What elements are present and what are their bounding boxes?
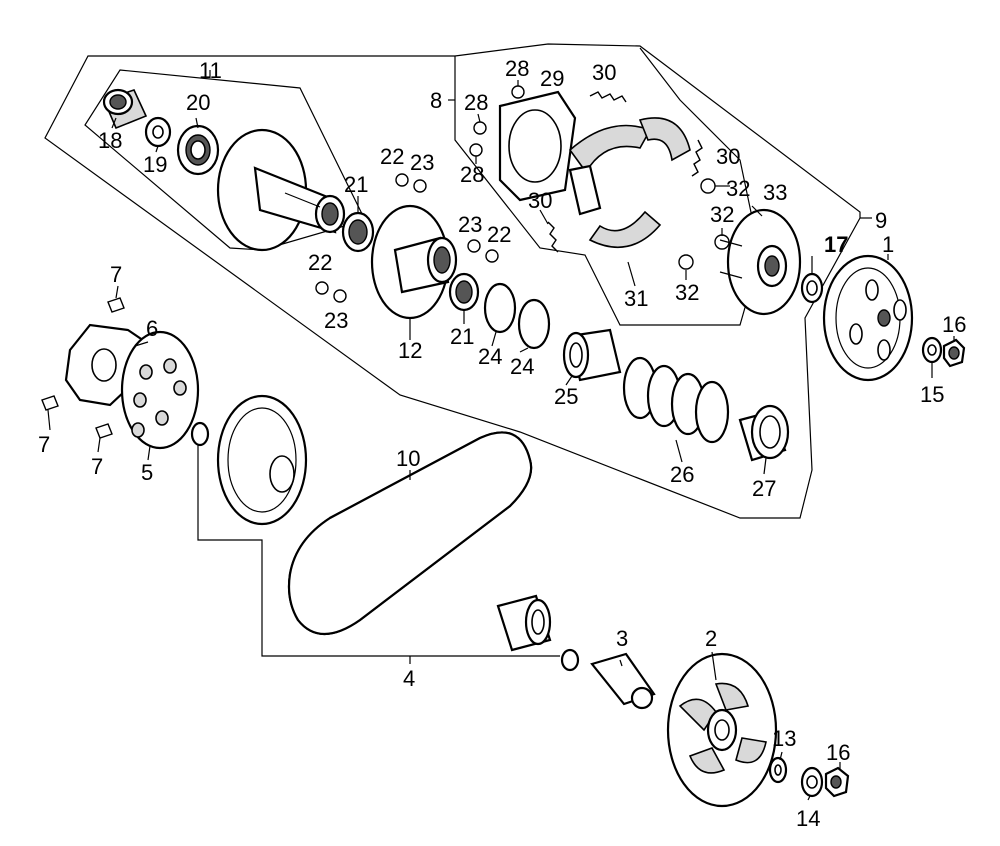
- callout-16-a: 16: [942, 312, 966, 337]
- callout-28-b: 28: [464, 90, 488, 115]
- callout-8: 8: [430, 88, 442, 113]
- callout-19: 19: [143, 152, 167, 177]
- circlip-4: [560, 648, 580, 672]
- callout-13: 13: [772, 726, 796, 751]
- oil-seal-21-b: [448, 272, 480, 312]
- callout-22-b: 22: [487, 222, 511, 247]
- callout-3: 3: [616, 626, 628, 651]
- callout-5: 5: [141, 460, 153, 485]
- callout-28-c: 28: [460, 162, 484, 187]
- collar-4: [496, 594, 552, 652]
- drive-belt-10: [287, 431, 533, 635]
- spring-26: [622, 356, 730, 444]
- sliding-sheave-11: [216, 128, 346, 252]
- o-rings-24: [483, 282, 551, 350]
- callout-22-a: 22: [380, 144, 404, 169]
- callout-27: 27: [752, 476, 776, 501]
- clutch-plate-29: [498, 90, 577, 202]
- callout-33: 33: [763, 180, 787, 205]
- callout-32-c: 32: [675, 280, 699, 305]
- callout-10: 10: [396, 446, 420, 471]
- callout-6: 6: [146, 316, 158, 341]
- movable-drive-face-4: [216, 394, 308, 526]
- callout-24-b: 24: [510, 354, 534, 379]
- callout-9: 9: [875, 208, 887, 233]
- callout-31: 31: [624, 286, 648, 311]
- callout-7-a: 7: [110, 262, 122, 287]
- callout-4: 4: [403, 666, 415, 691]
- callout-23-a: 23: [410, 150, 434, 175]
- spacer-3: [590, 652, 656, 710]
- callout-20: 20: [186, 90, 210, 115]
- callout-30-a: 30: [592, 60, 616, 85]
- nut-16-b: [824, 766, 850, 798]
- callout-7-c: 7: [91, 454, 103, 479]
- group-outline-4: [197, 440, 560, 657]
- weight-rollers-5: [120, 330, 200, 450]
- callout-17: 17: [824, 232, 848, 257]
- collar-25: [562, 328, 622, 382]
- callout-21-b: 21: [450, 324, 474, 349]
- washer-19: [144, 116, 172, 148]
- callout-15: 15: [920, 382, 944, 407]
- callout-26: 26: [670, 462, 694, 487]
- callout-32-b: 32: [710, 202, 734, 227]
- oil-seal-21-a: [341, 211, 375, 253]
- callout-30-c: 30: [528, 188, 552, 213]
- callout-12: 12: [398, 338, 422, 363]
- bushing-18: [102, 88, 148, 130]
- clutch-outer-1: [822, 254, 914, 382]
- washer-14: [800, 766, 824, 798]
- callout-11: 11: [199, 58, 222, 83]
- washer-15: [921, 336, 943, 364]
- spring-seat-27: [738, 404, 790, 462]
- drive-face-fan-2: [666, 652, 778, 808]
- callout-21-a: 21: [344, 172, 368, 197]
- callout-1: 1: [882, 232, 894, 257]
- washer-13: [768, 756, 788, 784]
- drive-plate-33: [719, 208, 802, 316]
- callout-14: 14: [796, 806, 820, 831]
- callout-30-b: 30: [716, 144, 740, 169]
- fixed-sheave-12: [370, 204, 458, 320]
- pins-22-23-a: [315, 173, 499, 303]
- dampers-32-28: [469, 85, 730, 270]
- callout-18: 18: [98, 128, 122, 153]
- springs-30: [547, 91, 703, 253]
- callout-32-a: 32: [726, 176, 750, 201]
- callout-23-c: 23: [324, 308, 348, 333]
- callout-28-a: 28: [505, 56, 529, 81]
- callout-2: 2: [705, 626, 717, 651]
- circlip-7: [190, 421, 210, 447]
- clutch-shoe-31: [568, 117, 691, 248]
- group-outline-9: [44, 43, 861, 519]
- callout-29: 29: [540, 66, 564, 91]
- oil-seal-20: [176, 124, 220, 176]
- callout-23-b: 23: [458, 212, 482, 237]
- leader-lines: [47, 70, 955, 801]
- callout-22-c: 22: [308, 250, 332, 275]
- nut-16-a: [942, 338, 966, 368]
- callout-16-b: 16: [826, 740, 850, 765]
- callout-25: 25: [554, 384, 578, 409]
- callout-7-b: 7: [38, 432, 50, 457]
- callout-24-a: 24: [478, 344, 502, 369]
- nut-17: [800, 272, 824, 304]
- callout-labels: 11 18 20 19 21 22 23 8 28 29 30 28 28 30…: [38, 56, 966, 831]
- group-outline-8: [454, 47, 761, 326]
- sliders-7: [41, 297, 125, 439]
